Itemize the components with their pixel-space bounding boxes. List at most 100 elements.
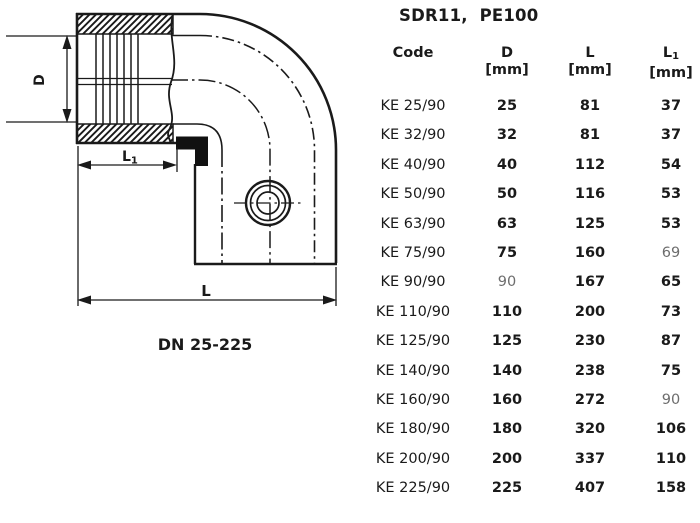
- table-rows: KE 25/90 25 81 37 KE 32/90 32 81 37 KE 40/90 40 11…: [376, 92, 700, 503]
- d-cell: 32: [496, 127, 518, 144]
- l-cell: 200: [574, 303, 606, 320]
- dim-l1-label: L1: [122, 149, 138, 167]
- d-cell: 75: [496, 244, 518, 261]
- header-l1-unit-wrap: [mm]: [568, 62, 612, 78]
- header-l-label: L: [585, 45, 595, 61]
- l-arrow-left: [77, 295, 91, 305]
- break-wavy-line: [167, 13, 176, 145]
- l-cell: 81: [579, 127, 601, 144]
- d-arrow-down: [62, 109, 72, 123]
- dn-range-label: DN 25-225: [158, 335, 253, 354]
- bore-bottom-arc: [173, 123, 223, 151]
- l1-cell: 158: [655, 480, 687, 497]
- table-row: KE 50/90 50 116 53: [380, 180, 700, 209]
- l-cell: 167: [574, 274, 606, 291]
- table-row: KE 200/90 200 337 110: [376, 445, 700, 474]
- table-row: KE 75/90 75 160 69: [380, 239, 700, 268]
- dim-d-label: D: [32, 74, 48, 86]
- col-header-code: Code: [393, 45, 434, 62]
- l-cell: 116: [574, 186, 606, 203]
- l-cell: 272: [574, 391, 606, 408]
- l1-cell: 87: [660, 333, 682, 350]
- table-row: KE 90/90 90 167 65: [380, 268, 700, 297]
- code-cell: KE 180/90: [375, 421, 451, 438]
- code-cell: KE 63/90: [380, 215, 446, 232]
- code-cell: KE 50/90: [380, 186, 446, 203]
- d-arrow-up: [62, 35, 72, 49]
- code-cell: KE 160/90: [375, 391, 451, 408]
- socket-hatch-top: [76, 13, 174, 35]
- elbow-drawing: D L1 L DN 25-225: [6, 12, 338, 354]
- code-cell: KE 90/90: [380, 274, 446, 291]
- l1-cell: 37: [660, 127, 682, 144]
- l-cell: 81: [579, 98, 601, 114]
- l-arrow-right: [323, 295, 337, 305]
- table-row: KE 125/90 125 230 87: [376, 327, 700, 356]
- header-l1-sub: 1: [672, 51, 680, 62]
- l1-cell: 73: [660, 303, 682, 320]
- header-l1-unit: [mm]: [649, 65, 693, 81]
- header-d-unit: [mm]: [485, 62, 529, 78]
- l-cell: 112: [574, 156, 606, 173]
- d-cell: 90: [497, 274, 517, 291]
- l-cell: 407: [574, 480, 606, 497]
- l-cell: 337: [574, 450, 606, 467]
- header-code-label: Code: [392, 45, 434, 61]
- l-cell: 230: [574, 333, 606, 350]
- l1-arrow-left: [77, 160, 91, 170]
- d-cell: 200: [491, 450, 523, 467]
- l-cell: 238: [574, 362, 606, 379]
- diagram-labels: D L1 L DN 25-225: [32, 74, 252, 354]
- code-cell: KE 32/90: [380, 127, 446, 144]
- code-cell: KE 40/90: [380, 156, 446, 173]
- d-cell: 160: [491, 391, 523, 408]
- outer-outline: [76, 12, 338, 263]
- l1-cell: 69: [661, 244, 681, 261]
- dimension-table: SDR11, PE100 Code D [mm] L [mm] L1 [mm] …: [376, 0, 700, 523]
- code-cell: KE 25/90: [380, 98, 446, 114]
- code-cell: KE 75/90: [380, 244, 446, 261]
- pipe-centerline: [171, 79, 271, 263]
- l1-cell: 54: [660, 156, 682, 173]
- l1-cell: 37: [660, 98, 682, 114]
- l-cell: 320: [574, 421, 606, 438]
- dim-l-label: L: [201, 282, 211, 300]
- header-d-label: D: [500, 45, 514, 61]
- table-row: KE 40/90 40 112 54: [380, 151, 700, 180]
- code-cell: KE 200/90: [375, 450, 451, 467]
- d-cell: 110: [491, 303, 523, 320]
- elbow-body: [76, 12, 338, 266]
- d-cell: 180: [491, 421, 523, 438]
- l1-cell: 75: [660, 362, 682, 379]
- l1-arrow-right: [163, 160, 177, 170]
- terminal-detail: [234, 179, 302, 227]
- d-cell: 50: [496, 186, 518, 203]
- d-cell: 125: [491, 333, 523, 350]
- d-extension-lines: [6, 35, 76, 123]
- l1-cell: 65: [660, 274, 682, 291]
- l1-cell: 53: [660, 215, 682, 232]
- l-cell: 160: [574, 244, 606, 261]
- l1-cell: 106: [655, 421, 687, 438]
- col-header-d: D [mm]: [485, 45, 528, 79]
- l1-cell: 110: [655, 450, 687, 467]
- code-cell: KE 125/90: [375, 333, 451, 350]
- l1-cell: 53: [660, 186, 682, 203]
- terminal-inner-circle: [256, 191, 280, 215]
- table-row: KE 140/90 140 238 75: [376, 357, 700, 386]
- corner-weld-mark: [176, 136, 208, 166]
- code-cell: KE 225/90: [375, 480, 451, 497]
- d-cell: 140: [491, 362, 523, 379]
- d-cell: 40: [496, 156, 518, 173]
- table-row: KE 32/90 32 81 37: [380, 121, 700, 150]
- d-cell: 25: [496, 98, 518, 114]
- table-title: SDR11, PE100: [399, 6, 539, 25]
- dimension-arrows: [62, 35, 337, 305]
- code-cell: KE 140/90: [375, 362, 451, 379]
- socket-section: [75, 13, 176, 145]
- col-header-l: L [mm]: [568, 45, 611, 79]
